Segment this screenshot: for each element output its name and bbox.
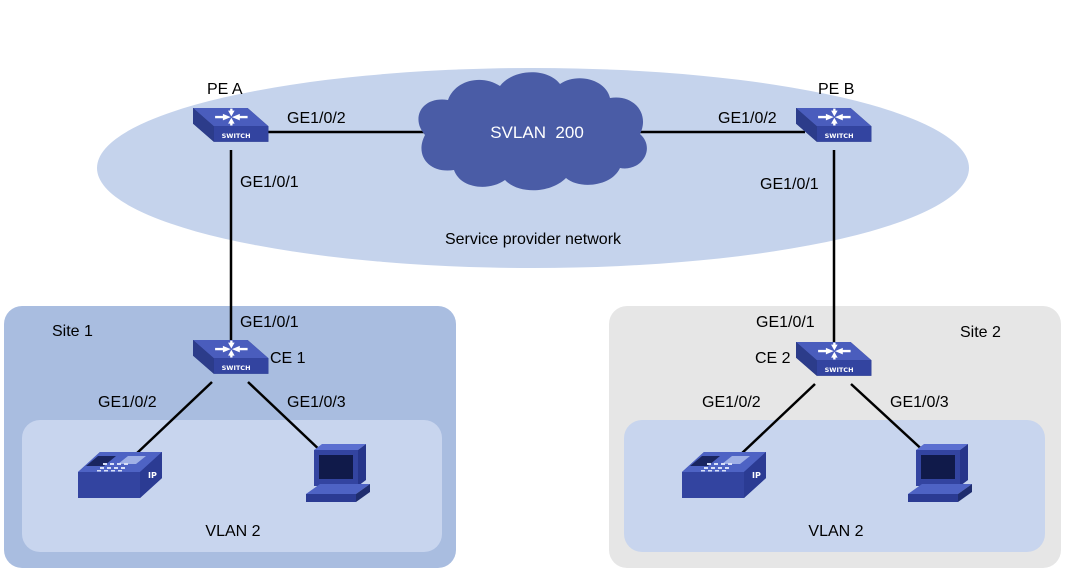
ce1-port-up: GE1/0/1 (240, 314, 299, 331)
ce1-port-pc: GE1/0/3 (287, 394, 346, 411)
pe-b-name: PE B (818, 81, 854, 98)
site1-label: Site 1 (52, 323, 93, 340)
site1-ip-phone[interactable]: IP (78, 452, 162, 498)
site1-vlan-label: VLAN 2 (205, 523, 260, 540)
site1-computer[interactable] (306, 444, 370, 502)
ce1-name: CE 1 (270, 350, 306, 367)
ce2-port-phone: GE1/0/2 (702, 394, 761, 411)
computer-icon (306, 444, 370, 502)
ce2-port-up: GE1/0/1 (756, 314, 815, 331)
cloud-label: SVLAN 200 (490, 123, 584, 142)
pe-a-name: PE A (207, 81, 243, 98)
link-ce2-pc (850, 383, 929, 456)
ce1-port-phone: GE1/0/2 (98, 394, 157, 411)
site2-label: Site 2 (960, 324, 1001, 341)
pe-b-switch[interactable]: SWITCH (796, 108, 872, 142)
pe-a-port-uplink: GE1/0/2 (287, 110, 346, 127)
provider-network-label: Service provider network (445, 231, 622, 248)
phone-badge: IP (148, 471, 157, 480)
site2-ip-phone[interactable]: IP (682, 452, 766, 498)
pe-b-port-downlink: GE1/0/1 (760, 176, 819, 193)
ce2-port-pc: GE1/0/3 (890, 394, 949, 411)
switch-badge: SWITCH (825, 132, 854, 140)
ce2-name: CE 2 (755, 350, 791, 367)
phone-badge: IP (752, 471, 761, 480)
site2-computer[interactable] (908, 444, 972, 502)
pe-b-port-uplink: GE1/0/2 (718, 110, 777, 127)
ce2-switch[interactable]: SWITCH (796, 342, 872, 376)
link-ce2-phone (739, 383, 816, 456)
ce1-switch[interactable]: SWITCH (193, 340, 269, 374)
link-ce1-pc (247, 381, 326, 456)
pe-a-port-downlink: GE1/0/1 (240, 174, 299, 191)
switch-badge: SWITCH (222, 364, 251, 372)
switch-badge: SWITCH (825, 366, 854, 374)
computer-icon (908, 444, 972, 502)
site2-vlan-label: VLAN 2 (808, 523, 863, 540)
link-ce1-phone (134, 381, 213, 456)
switch-badge: SWITCH (222, 132, 251, 140)
links (134, 130, 929, 456)
pe-a-switch[interactable]: SWITCH (193, 108, 269, 142)
cloud-icon (418, 72, 647, 191)
